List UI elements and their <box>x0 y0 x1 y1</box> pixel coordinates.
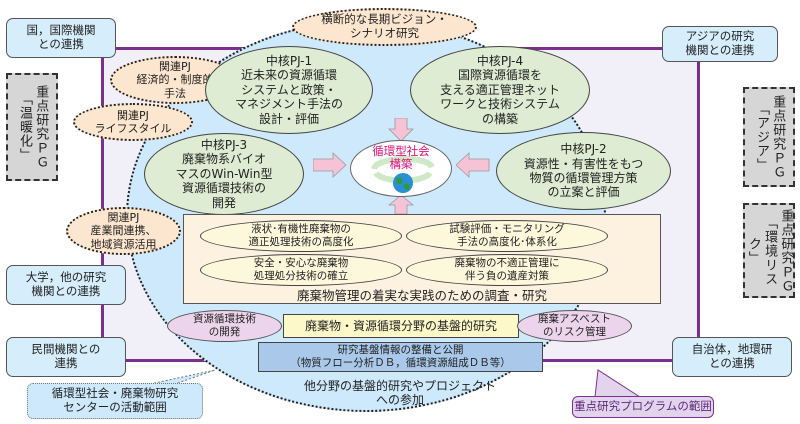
globe-icon <box>393 173 413 193</box>
asbestos-ellipse: 廃棄アスベスト のリスク管理 <box>517 310 632 342</box>
center-callout-pointer <box>149 369 216 385</box>
related-pj-lifestyle-label: 関連PJ ライフスタイル <box>94 108 172 135</box>
database-label: 研究基盤情報の整備と公開 （物質フロー分析ＤＢ，循環資源組成ＤＢ等） <box>290 344 511 369</box>
asbestos-label: 廃棄アスベスト のリスク管理 <box>538 313 611 338</box>
core-pj-2-label: 中核PJ-2 資源性・有害性をもつ 物質の循環管理方策 の立案と評価 <box>523 142 644 200</box>
program-callout-pointer <box>594 369 642 398</box>
national-link-box: 国，国際機関 との連携 <box>6 18 116 58</box>
program-range-callout: 重点研究プログラムの範囲 <box>572 396 714 418</box>
research-topic-label: 液状･有機性廃棄物の 適正処理技術の高度化 <box>248 223 354 248</box>
pg-asia-label: 重点研究ＰＧ 「アジア」 <box>754 95 786 179</box>
vision-label: 横断的な長期ビジョン・ シナリオ研究 <box>321 12 448 40</box>
core-pj-1: 中核PJ-1 近未来の資源循環 システムと政策・ マネジメント手法の 設計・評価 <box>205 46 373 134</box>
arrow-down-icon <box>388 118 414 142</box>
long-term-vision-ellipse: 横断的な長期ビジョン・ シナリオ研究 <box>292 8 477 46</box>
center-range-callout-label: 循環型社会・廃棄物研究 センターの活動範囲 <box>51 386 179 414</box>
private-link-label: 民間機関との 連携 <box>31 342 101 370</box>
center-range-callout: 循環型社会・廃棄物研究 センターの活動範囲 <box>27 383 203 419</box>
university-link-label: 大学，他の研究 機関との連携 <box>25 270 107 298</box>
local-link-label: 自治体，地環研 との連携 <box>691 342 773 370</box>
arrow-left-icon <box>456 152 490 178</box>
pg-warming-box: 重点研究ＰＧ 「温暖化」 <box>6 73 58 181</box>
program-range-callout-label: 重点研究プログラムの範囲 <box>574 399 712 414</box>
pg-env-risk-label: 重点研究ＰＧ 「環境リスク」 <box>745 208 794 293</box>
database-box: 研究基盤情報の整備と公開 （物質フロー分析ＤＢ，循環資源組成ＤＢ等） <box>258 342 543 372</box>
related-pj-econ-label: 関連PJ 経済的・制度的 手法 <box>136 60 214 100</box>
research-topic-label: 試験評価・モニタリング 手法の高度化･体系化 <box>449 223 565 248</box>
core-pj-4-label: 中核PJ-4 国際資源循環を 支える適正管理ネット ワークと技術システム の構築 <box>440 54 560 126</box>
research-topic-label: 安全・安心な廃棄物 処理処分技術の確立 <box>253 257 349 282</box>
university-link-box: 大学，他の研究 機関との連携 <box>6 265 126 305</box>
other-fields-participation: 他分野の基盤的研究やプロジェクト への参加 <box>270 376 530 410</box>
waste-management-research-box: 液状･有機性廃棄物の 適正処理技術の高度化 試験評価・モニタリング 手法の高度化… <box>183 214 661 304</box>
goal-label: 循環型社会 構築 <box>372 144 430 172</box>
resource-tech-label: 資源循環技術 の開発 <box>193 313 256 338</box>
core-pj-3-label: 中核PJ-3 廃棄物系バイオ マスのWin-Win型 資源循環技術の 開発 <box>175 138 273 210</box>
core-pj-4: 中核PJ-4 国際資源循環を 支える適正管理ネット ワークと技術システム の構築 <box>410 46 590 134</box>
national-link-label: 国，国際機関 との連携 <box>26 23 96 51</box>
basic-research-label: 廃棄物・資源循環分野の基盤的研究 <box>304 318 497 333</box>
related-pj-industry: 関連PJ 産業間連携、 地域資源活用 <box>66 207 181 255</box>
arrow-up-icon <box>388 195 414 215</box>
arrow-right-icon <box>313 152 347 178</box>
resource-tech-ellipse: 資源循環技術 の開発 <box>167 310 282 342</box>
research-topic-label: 廃棄物の不適正管理に 伴う負の遺産対策 <box>454 257 560 282</box>
pg-warming-label: 重点研究ＰＧ 「温暖化」 <box>17 85 49 169</box>
core-pj-2: 中核PJ-2 資源性・有害性をもつ 物質の循環管理方策 の立案と評価 <box>496 132 671 210</box>
local-link-box: 自治体，地環研 との連携 <box>672 337 792 377</box>
asia-link-label: アジアの研究 機関との連携 <box>685 29 755 57</box>
core-pj-3: 中核PJ-3 廃棄物系バイオ マスのWin-Win型 資源循環技術の 開発 <box>144 133 304 215</box>
other-fields-label: 他分野の基盤的研究やプロジェクト への参加 <box>303 378 496 407</box>
related-pj-lifestyle: 関連PJ ライフスタイル <box>73 103 193 141</box>
pg-asia-box: 重点研究ＰＧ 「アジア」 <box>743 87 795 187</box>
goal-ellipse: 循環型社会 構築 <box>350 140 452 197</box>
asia-link-box: アジアの研究 機関との連携 <box>662 26 778 62</box>
related-pj-industry-label: 関連PJ 産業間連携、 地域資源活用 <box>90 211 157 251</box>
pg-env-risk-box: 重点研究ＰＧ 「環境リスク」 <box>743 203 795 298</box>
research-topic-safe-disposal: 安全・安心な廃棄物 処理処分技術の確立 <box>200 254 402 286</box>
research-topic-liquid-waste: 液状･有機性廃棄物の 適正処理技術の高度化 <box>200 220 402 252</box>
research-title: 廃棄物管理の着実な実践のための調査・研究 <box>296 288 547 303</box>
private-link-box: 民間機関との 連携 <box>6 337 126 377</box>
basic-research-box: 廃棄物・資源循環分野の基盤的研究 <box>283 314 519 338</box>
research-topic-monitoring: 試験評価・モニタリング 手法の高度化･体系化 <box>406 220 608 252</box>
research-topic-legacy: 廃棄物の不適正管理に 伴う負の遺産対策 <box>406 254 608 286</box>
core-pj-1-label: 中核PJ-1 近未来の資源循環 システムと政策・ マネジメント手法の 設計・評価 <box>234 54 343 126</box>
